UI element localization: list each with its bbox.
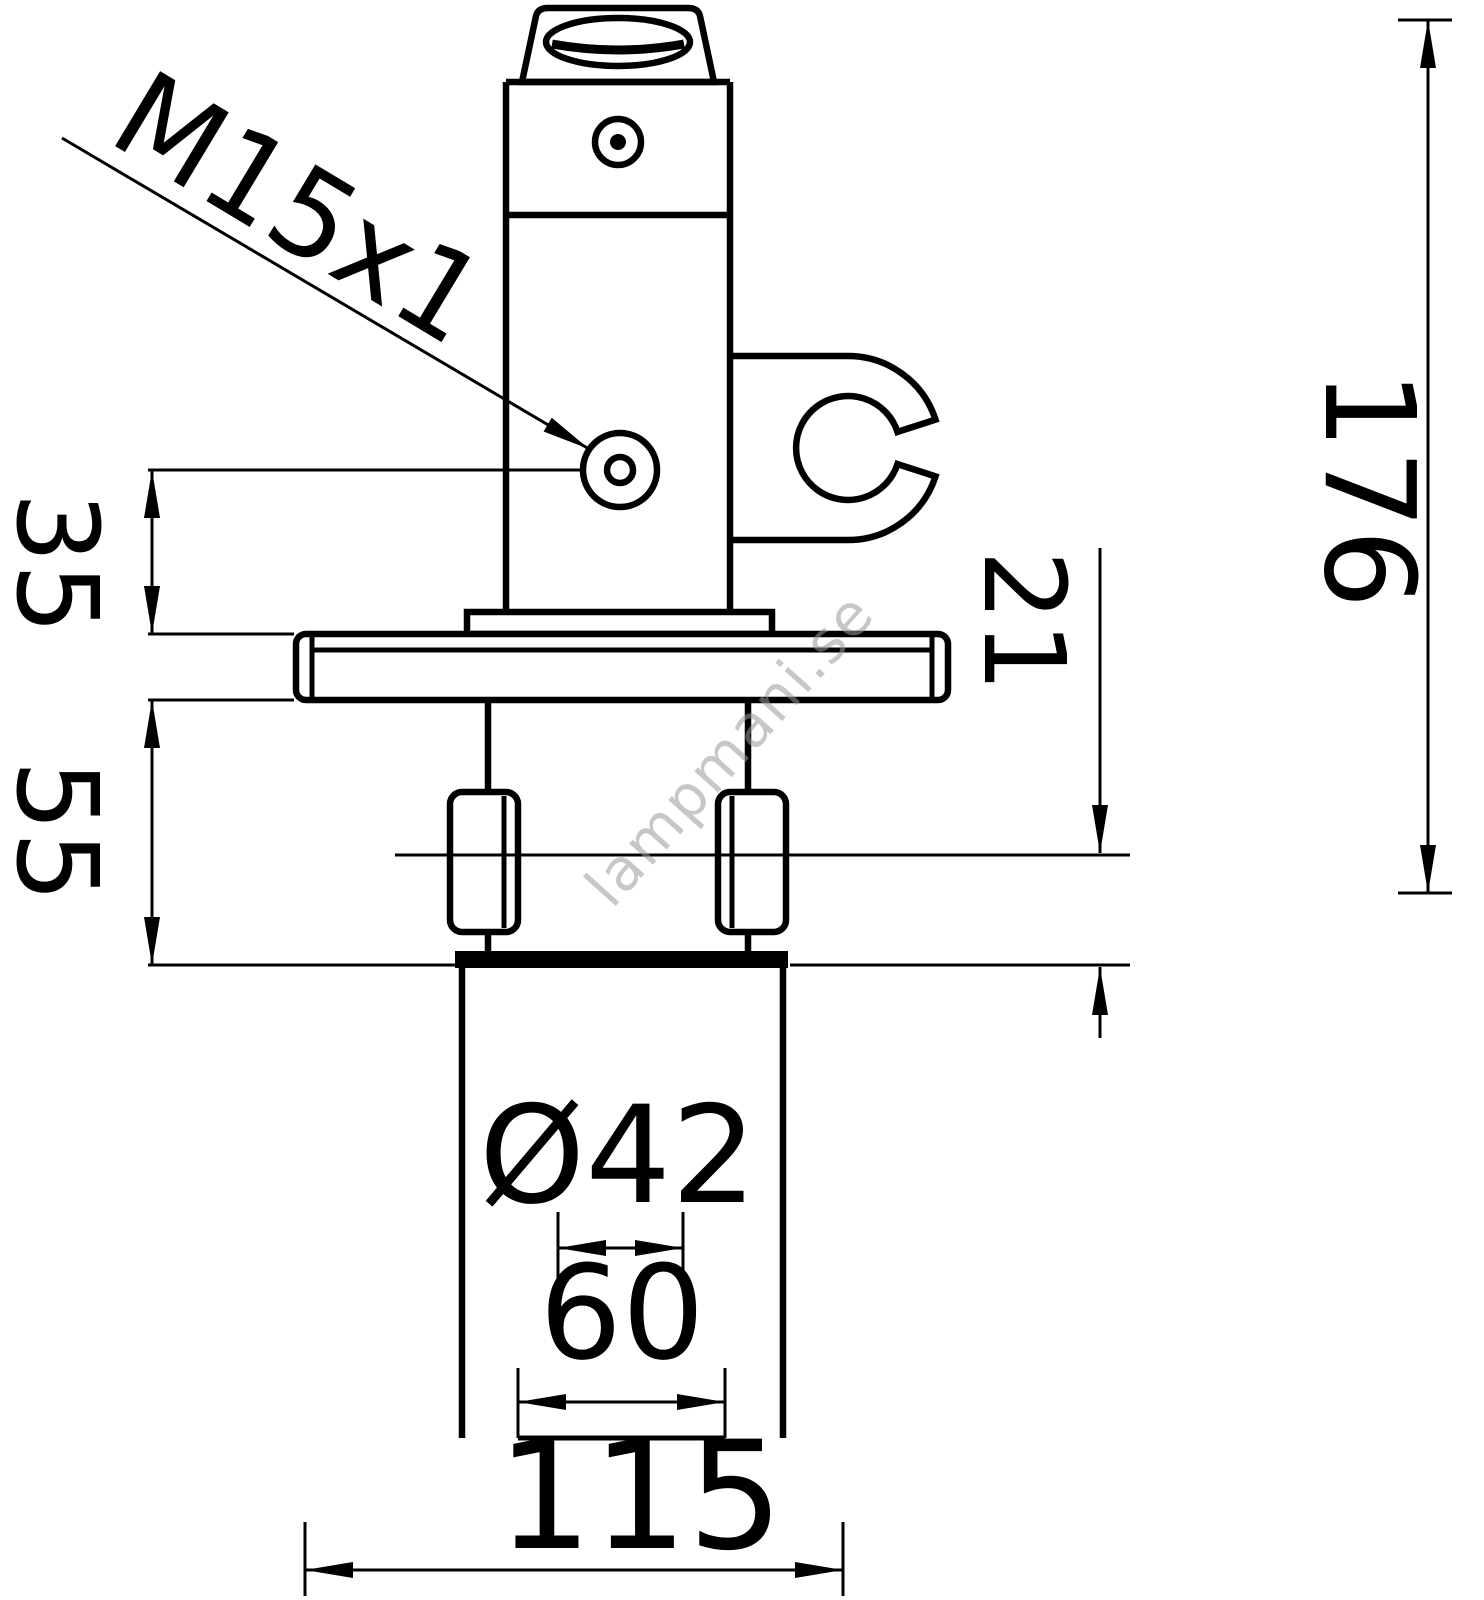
right-nut: [714, 788, 790, 936]
dim-35: 35: [0, 468, 583, 636]
dim-115-label: 115: [497, 1410, 783, 1584]
lower-body: [446, 700, 790, 968]
dim-21: 21: [790, 548, 1130, 1038]
dim-35-label: 35: [0, 492, 121, 635]
tail-pipe: [458, 968, 787, 1441]
dim-176: 176: [1296, 18, 1452, 895]
dim-diameter-42: Ø42: [479, 1077, 757, 1282]
thread-port: [579, 429, 661, 511]
dim-55: 55: [0, 698, 455, 967]
base-collar: [455, 951, 788, 968]
cover-plate: [292, 608, 952, 704]
top-cap: [517, 4, 719, 86]
faucet-body: [502, 78, 734, 612]
dim-55-label: 55: [0, 760, 121, 903]
dim-60: 60: [516, 1237, 727, 1438]
dim-115: 115: [303, 1410, 845, 1596]
thread-label: M15x1: [90, 46, 508, 373]
handset-holder-bracket: [730, 352, 940, 544]
dim-diameter-label: Ø42: [479, 1077, 757, 1234]
dim-60-label: 60: [539, 1237, 704, 1389]
dim-176-label: 176: [1296, 370, 1441, 609]
screw-hole: [591, 115, 645, 169]
dim-thread-leader: M15x1: [61, 46, 590, 451]
left-nut: [446, 788, 522, 936]
dim-21-label: 21: [958, 550, 1088, 693]
